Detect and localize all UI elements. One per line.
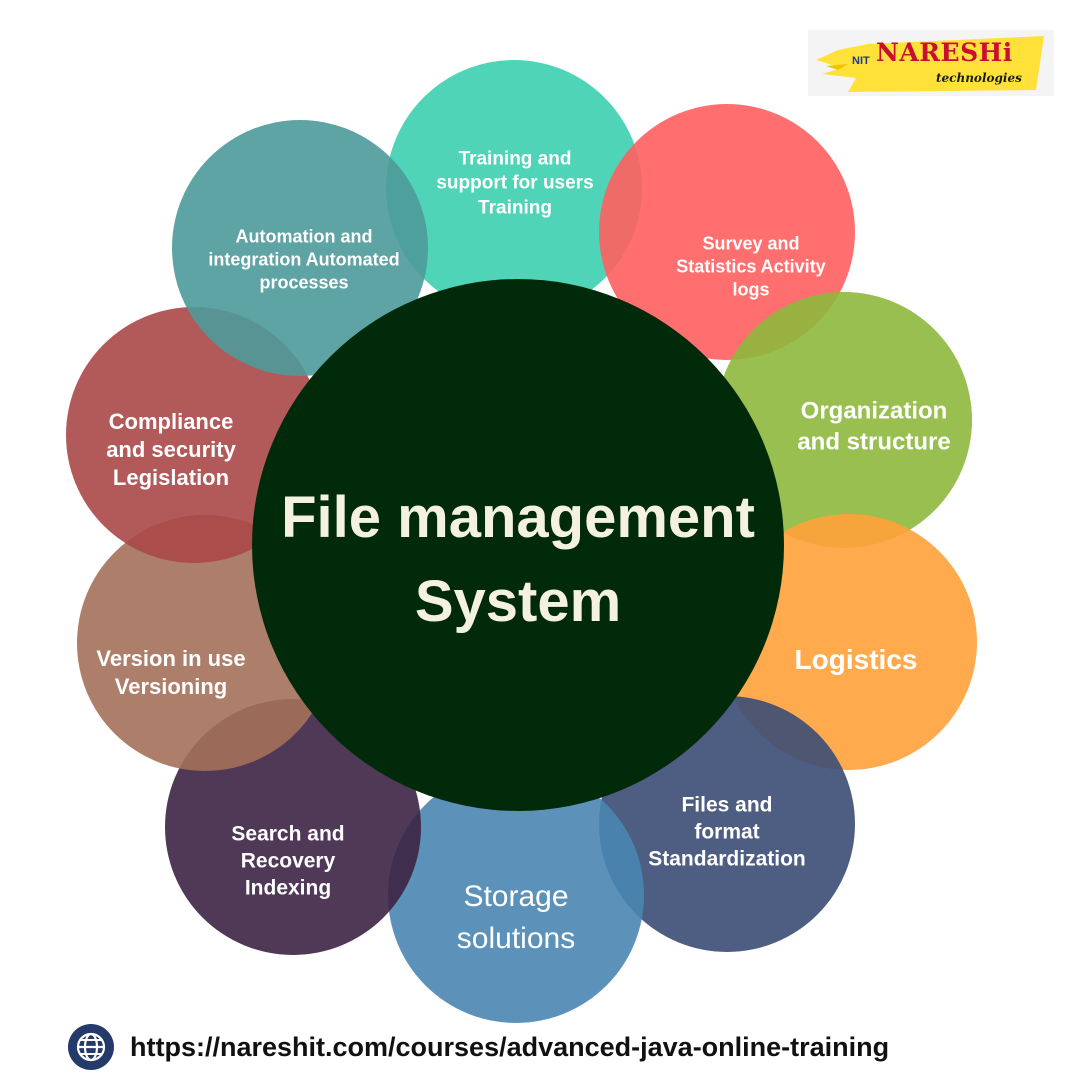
naresh-logo[interactable]: NIT NARESHi technologies	[808, 30, 1054, 96]
footer: https://nareshit.com/courses/advanced-ja…	[68, 1024, 889, 1070]
center-title-line1: File management	[281, 484, 755, 550]
center-title: File management System	[281, 476, 755, 644]
center-title-line2: System	[414, 569, 622, 634]
logo-nit: NIT	[852, 55, 870, 67]
globe-icon	[68, 1024, 114, 1070]
petal-circle-6	[388, 767, 644, 1023]
petal-circle-4	[721, 514, 977, 770]
logo-subtitle: technologies	[936, 71, 1022, 85]
petal-circle-2	[599, 104, 855, 360]
petal-circle-1	[386, 60, 642, 316]
logo-swoosh-icon	[816, 36, 1044, 92]
petal-circle-3	[716, 292, 972, 548]
petal-circle-10	[172, 120, 428, 376]
center-circle	[252, 279, 784, 811]
logo-name: NARESHi	[876, 38, 1013, 67]
footer-url-link[interactable]: https://nareshit.com/courses/advanced-ja…	[130, 1031, 890, 1062]
petal-label-4: Logistics	[794, 644, 918, 676]
